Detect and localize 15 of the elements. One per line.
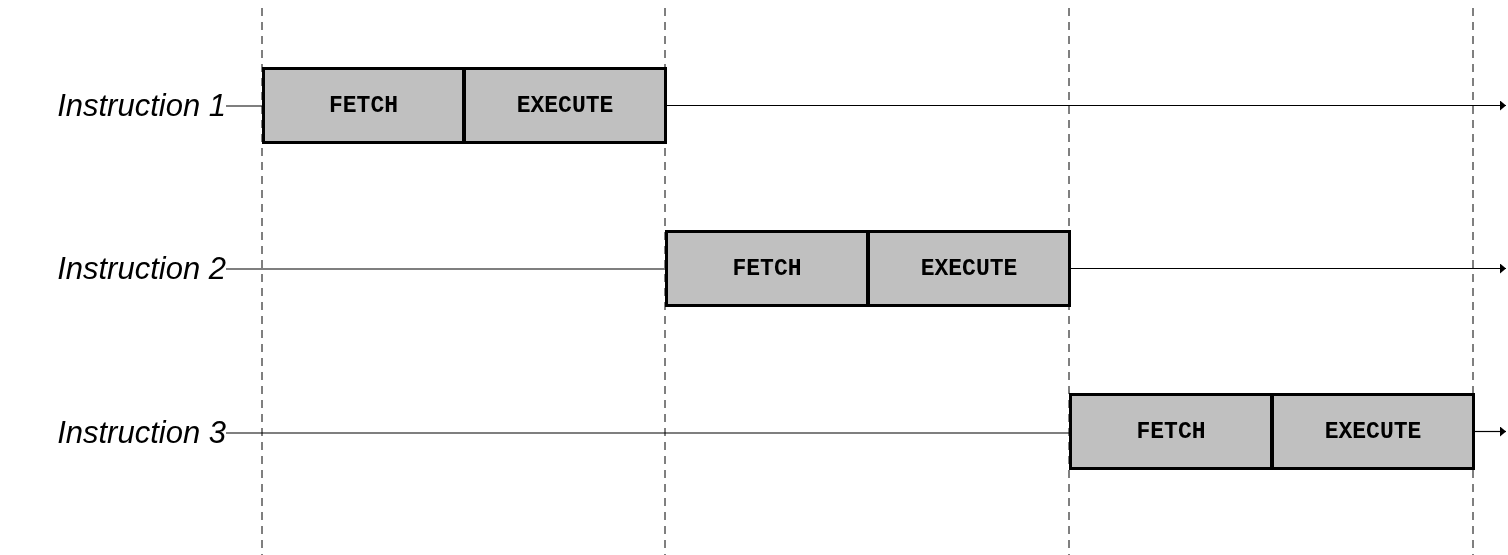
connector-line: [225, 432, 1070, 434]
arrow: [1474, 426, 1507, 437]
instruction-label: Instruction 2: [0, 249, 226, 289]
instruction-label: Instruction 1: [0, 86, 226, 126]
phase-box: FETCH: [262, 67, 465, 144]
phase-box: FETCH: [1069, 393, 1273, 470]
phase-box: EXECUTE: [463, 67, 667, 144]
arrow: [666, 100, 1507, 111]
connector-line: [225, 105, 263, 107]
arrow: [1070, 263, 1507, 274]
phase-box: FETCH: [665, 230, 869, 307]
instruction-label: Instruction 3: [0, 413, 226, 453]
phase-box: EXECUTE: [867, 230, 1071, 307]
connector-line: [225, 268, 666, 270]
phase-box: EXECUTE: [1271, 393, 1475, 470]
